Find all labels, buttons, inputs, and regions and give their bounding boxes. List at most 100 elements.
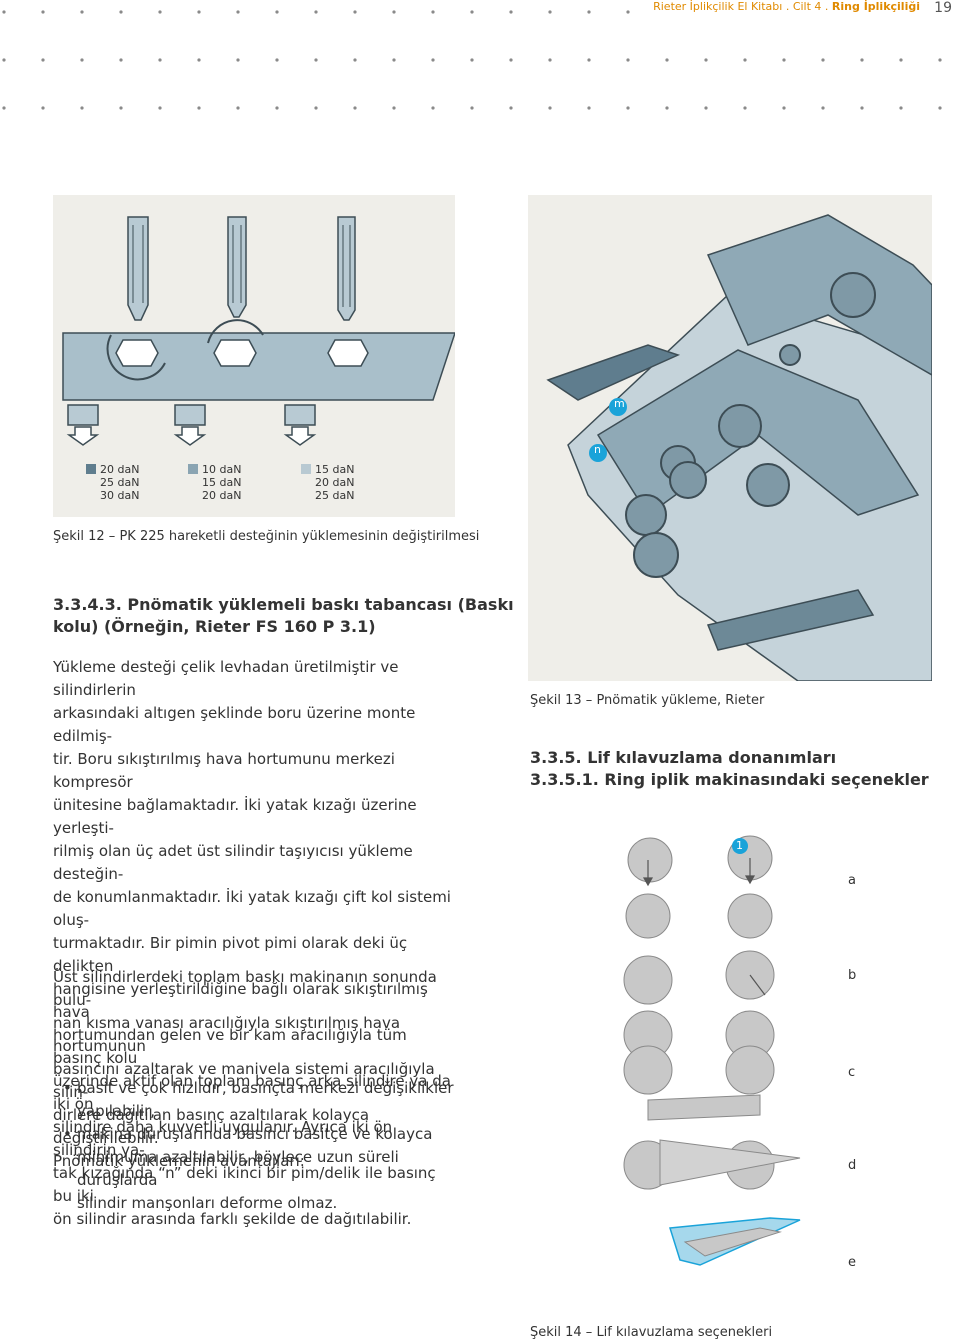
paragraph-1-line: rilmiş olan üç adet üst silindir taşıyıc… — [53, 842, 413, 883]
decor-dot — [41, 10, 45, 14]
label-c: c — [848, 1065, 856, 1080]
paragraph-1-line: arkasındaki altıgen şeklinde boru üzerin… — [53, 704, 416, 745]
page-number: 19 — [934, 0, 952, 16]
section-334-heading: 3.3.4.3. Pnömatik yüklemeli baskı tabanc… — [53, 594, 514, 638]
decor-dot — [665, 106, 669, 110]
paragraph-2-line: Üst silindirlerdeki toplam baskı makinan… — [53, 968, 437, 1009]
legend-2-line-3: 20 daN — [202, 489, 242, 502]
dot-grid — [2, 10, 942, 110]
decor-dot — [743, 106, 747, 110]
decor-dot — [392, 106, 396, 110]
decor-dot — [197, 10, 201, 14]
header-book: Rieter İplikçilik El Kitabı . Cilt 4 . — [653, 0, 829, 13]
decor-dot — [158, 58, 162, 62]
figure14-caption: Şekil 14 – Lif kılavuzlama seçenekleri — [530, 1325, 773, 1340]
decor-dot — [470, 106, 474, 110]
decor-dot — [470, 58, 474, 62]
decor-dot — [353, 58, 357, 62]
marker-m-dot — [609, 398, 627, 416]
advantage-item-line: makina duruşlarında basıncı basitçe ve k… — [77, 1125, 433, 1143]
figure12-diagram — [62, 216, 457, 446]
advantage-item: makina duruşlarında basıncı basitçe ve k… — [53, 1123, 473, 1215]
decor-dot — [899, 106, 903, 110]
decor-dot — [392, 58, 396, 62]
bottom-roller-back — [746, 463, 790, 507]
marker-m-label: m — [614, 397, 625, 410]
decor-dot — [782, 106, 786, 110]
marker-1-label: 1 — [736, 839, 743, 852]
legend-1-line-1: 20 daN — [100, 463, 140, 476]
down-arrow-2 — [173, 426, 207, 446]
decor-dot — [392, 10, 396, 14]
decor-dot — [158, 106, 162, 110]
decor-dot — [41, 106, 45, 110]
label-a: a — [848, 873, 856, 888]
decor-dot — [821, 106, 825, 110]
decor-dot — [431, 58, 435, 62]
decor-dot — [431, 106, 435, 110]
marker-1-dot — [732, 838, 748, 854]
section-335-heading: 3.3.5. Lif kılavuzlama donanımları — [530, 748, 837, 767]
legend-3: 15 daN 20 daN 25 daN — [301, 463, 354, 502]
bottom-roller-front — [633, 532, 679, 578]
decor-dot — [470, 10, 474, 14]
decor-dot — [236, 106, 240, 110]
decor-dot — [80, 106, 84, 110]
decor-dot — [704, 58, 708, 62]
hex-socket-3 — [327, 339, 369, 367]
label-b: b — [848, 968, 857, 983]
decor-dot — [899, 58, 903, 62]
decor-dot — [314, 10, 318, 14]
decor-dot — [704, 106, 708, 110]
decor-dot — [158, 10, 162, 14]
decor-dot — [353, 10, 357, 14]
legend-2: 10 daN 15 daN 20 daN — [188, 463, 241, 502]
legend-3-line-1: 15 daN — [315, 463, 355, 476]
lever-1 — [127, 216, 149, 321]
header-chapter: Ring İplikçiliği — [831, 0, 920, 13]
decor-dot — [509, 106, 513, 110]
decor-dot — [275, 10, 279, 14]
decor-dot — [314, 58, 318, 62]
figure13-diagram — [546, 214, 933, 682]
hex-socket-1 — [115, 339, 159, 367]
rotation-arrow-1 — [106, 334, 166, 381]
paragraph-1-line: Yükleme desteği çelik levhadan üretilmiş… — [53, 658, 399, 699]
decor-dot — [197, 106, 201, 110]
decor-dot — [2, 10, 6, 14]
decor-dot — [548, 106, 552, 110]
guide-channel-e — [669, 1217, 801, 1266]
figure12-panel: 20 daN 25 daN 30 daN 10 daN 15 daN 20 da… — [53, 195, 457, 517]
paragraph-1-line: hortumundan gelen ve bir kam aracılığıyl… — [53, 1026, 407, 1067]
legend-2-line-2: 15 daN — [202, 476, 242, 489]
decor-dot — [275, 106, 279, 110]
advantage-item-line: minimuma azaltılabilir, böylece uzun sür… — [77, 1148, 399, 1189]
decor-dot — [587, 58, 591, 62]
figure13-caption: Şekil 13 – Pnömatik yükleme, Rieter — [530, 693, 765, 708]
decor-dot — [236, 58, 240, 62]
paragraph-1-line: hangisine yerleştirildiğine bağlı olarak… — [53, 980, 428, 1021]
decor-dot — [119, 10, 123, 14]
down-arrow-1 — [66, 426, 100, 446]
decor-dot — [821, 58, 825, 62]
top-roller-back — [718, 404, 762, 448]
decor-dot — [665, 58, 669, 62]
advantage-item-line: yapılabilir, — [77, 1102, 156, 1120]
label-d: d — [848, 1158, 857, 1173]
decor-dot — [236, 10, 240, 14]
rotation-arrow-2 — [207, 319, 264, 344]
marker-n-dot — [589, 444, 607, 462]
legend-3-swatch — [301, 464, 311, 474]
decor-dot — [860, 58, 864, 62]
lower-bar — [706, 589, 875, 651]
decor-dot — [626, 106, 630, 110]
paragraph-1-line: tir. Boru sıkıştırılmış hava hortumunu m… — [53, 750, 395, 791]
decor-dot — [197, 58, 201, 62]
decor-dot — [509, 58, 513, 62]
legend-3-line-2: 20 daN — [315, 476, 355, 489]
legend-2-swatch — [188, 464, 198, 474]
section-3351-heading: 3.3.5.1. Ring iplik makinasındaki seçene… — [530, 770, 929, 789]
decor-dot — [275, 58, 279, 62]
figure13-panel: m n — [528, 195, 933, 682]
wedge-c — [647, 1094, 761, 1121]
